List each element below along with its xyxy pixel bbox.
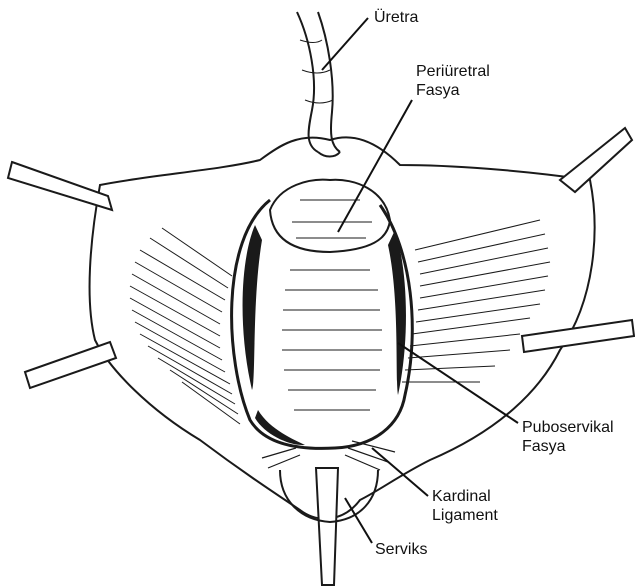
- periurethral-fascia: [270, 180, 390, 252]
- leader-uretra: [322, 18, 368, 70]
- label-periuretral-line2: Fasya: [416, 81, 490, 100]
- left-tissue-hatching: [130, 228, 240, 424]
- label-puboservikal-line2: Fasya: [522, 437, 614, 456]
- label-uretra: Üretra: [374, 8, 418, 27]
- inner-striations: [282, 200, 382, 410]
- label-puboservikal-line1: Puboservikal: [522, 418, 614, 437]
- retractor-upper-right: [560, 128, 632, 192]
- urethra-tube: [297, 12, 340, 157]
- label-serviks-text: Serviks: [375, 540, 427, 559]
- right-tissue-hatching: [402, 220, 550, 382]
- leader-puboservikal: [398, 343, 518, 423]
- label-periuretral-line1: Periüretral: [416, 62, 490, 81]
- retractor-upper-left: [8, 162, 112, 210]
- retractor-lower-left: [25, 342, 116, 388]
- label-periuretral-fasya: Periüretral Fasya: [416, 62, 490, 100]
- retractor-bottom: [316, 468, 338, 585]
- label-kardinal-line1: Kardinal: [432, 487, 498, 506]
- label-kardinal-line2: Ligament: [432, 506, 498, 525]
- label-puboservikal-fasya: Puboservikal Fasya: [522, 418, 614, 456]
- cardinal-ligament-strands: [262, 441, 395, 470]
- fascia-edge-shading: [243, 225, 406, 445]
- retractor-right: [522, 320, 634, 352]
- label-uretra-text: Üretra: [374, 8, 418, 27]
- label-kardinal-ligament: Kardinal Ligament: [432, 487, 498, 525]
- label-serviks: Serviks: [375, 540, 427, 559]
